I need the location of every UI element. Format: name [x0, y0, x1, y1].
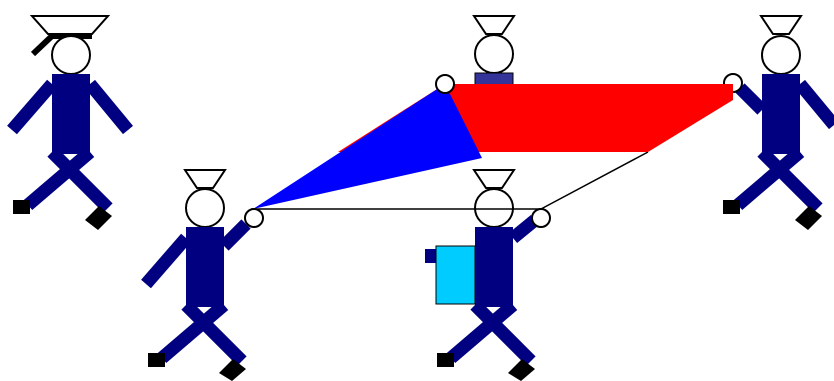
- left-arm: [141, 233, 191, 289]
- left-leg: [23, 147, 95, 210]
- right-shoe: [508, 359, 535, 381]
- right-shoe: [795, 206, 822, 230]
- sailor-hat-icon: [759, 15, 803, 35]
- left-shoe: [723, 200, 740, 214]
- right-shoe: [219, 359, 246, 381]
- left-shoe: [13, 200, 30, 214]
- right-leg: [47, 147, 113, 213]
- head: [51, 35, 91, 75]
- left-leg: [733, 147, 805, 210]
- right-leg: [757, 147, 823, 213]
- right-shoe: [85, 206, 112, 230]
- figure-bottom-left: [141, 169, 251, 381]
- head: [474, 188, 514, 228]
- figure-top-left: [7, 15, 134, 230]
- left-leg: [157, 300, 229, 363]
- right-arm: [84, 79, 134, 135]
- head: [185, 188, 225, 228]
- right-leg: [181, 300, 247, 366]
- flag-hand-right: [531, 208, 551, 228]
- flag-hand-top: [435, 74, 455, 94]
- left-shoe: [148, 353, 165, 367]
- figure-top-right: [723, 15, 834, 230]
- torso: [52, 74, 90, 154]
- head: [761, 35, 801, 75]
- torso: [475, 227, 513, 307]
- figure-bottom-middle: [425, 169, 540, 381]
- right-arm: [508, 214, 540, 244]
- cyan-box: [435, 245, 476, 305]
- sailor-hat-icon: [472, 15, 516, 35]
- sailor-hat-icon: [183, 169, 227, 189]
- right-arm: [794, 79, 834, 130]
- right-leg: [470, 300, 536, 366]
- blue-flag: [253, 84, 482, 209]
- left-shoe: [437, 353, 454, 367]
- head: [474, 34, 514, 74]
- connector-lines: [251, 151, 649, 210]
- torso: [186, 227, 224, 307]
- sailor-hat-icon: [29, 15, 111, 57]
- flag-hand-left: [244, 208, 264, 228]
- left-arm: [735, 83, 767, 115]
- right-arm: [219, 219, 251, 251]
- left-arm: [7, 79, 57, 135]
- sailor-hat-icon: [472, 169, 516, 189]
- left-leg: [446, 300, 518, 363]
- torso: [762, 74, 800, 154]
